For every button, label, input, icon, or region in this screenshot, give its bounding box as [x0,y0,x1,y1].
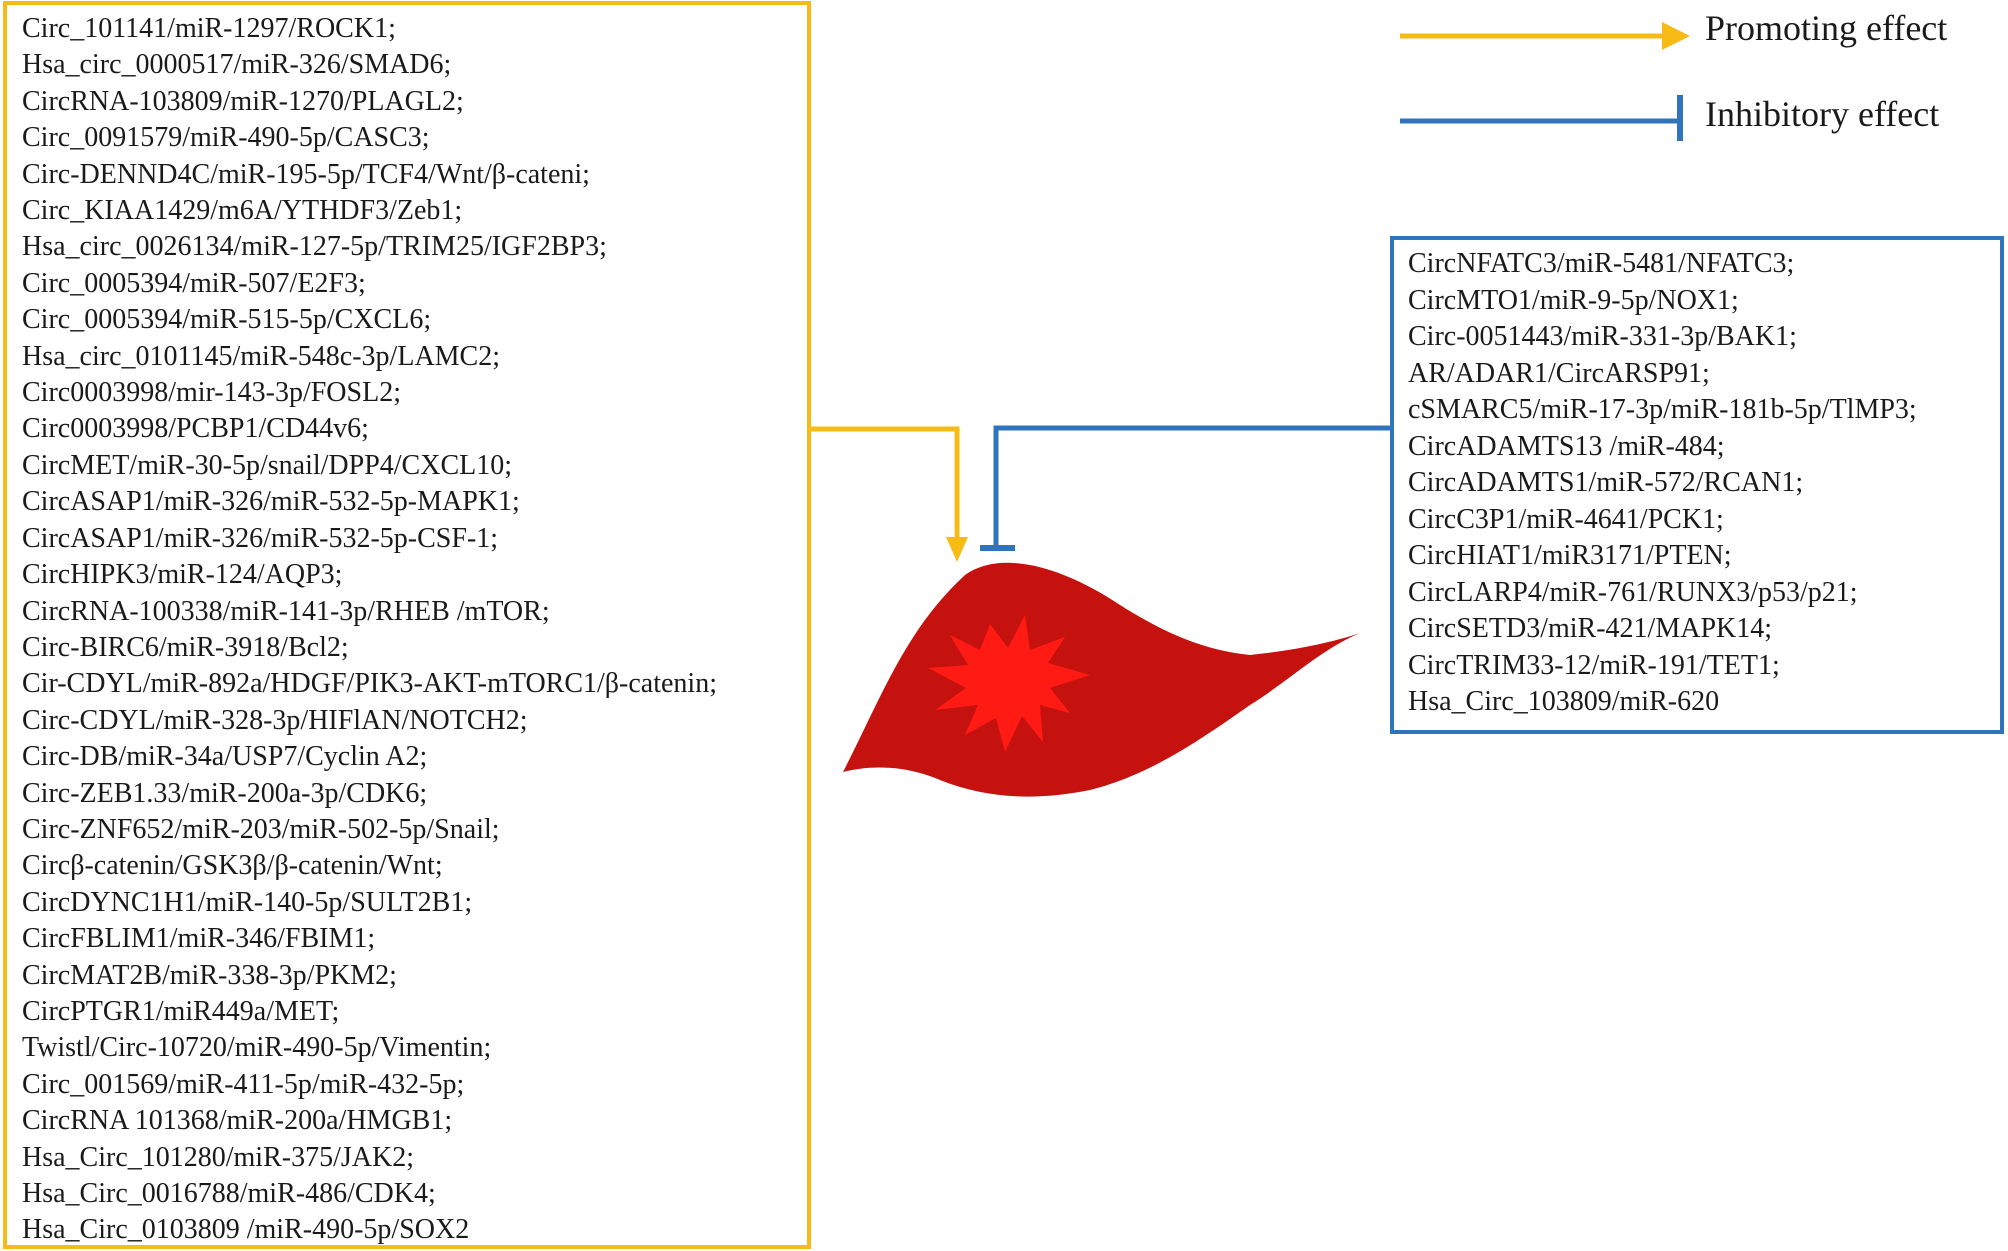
pathway-item: Hsa_Circ_0103809 /miR-490-5p/SOX2 [22,1214,470,1246]
pathway-item: Circ_0091579/miR-490-5p/CASC3; [22,122,430,154]
pathway-item: CircADAMTS1/miR-572/RCAN1; [1408,467,1804,498]
pathway-item: CircRNA 101368/miR-200a/HMGB1; [22,1105,453,1137]
pathway-item: CircHIPK3/miR-124/AQP3; [22,559,343,591]
pathway-item: Hsa_Circ_103809/miR-620 [1408,686,1720,717]
pathway-item: Hsa_circ_0026134/miR-127-5p/TRIM25/IGF2B… [22,231,607,263]
pathway-item: CircNFATC3/miR-5481/NFATC3; [1408,248,1795,279]
pathway-item: Circ-ZEB1.33/miR-200a-3p/CDK6; [22,777,428,809]
pathway-item: Circ0003998/PCBP1/CD44v6; [22,413,369,445]
pathway-item: CircRNA-103809/miR-1270/PLAGL2; [22,85,464,117]
pathway-item: CircASAP1/miR-326/miR-532-5p-CSF-1; [22,522,499,554]
pathway-item: Cir-CDYL/miR-892a/HDGF/PIK3-AKT-mTORC1/β… [22,668,717,700]
pathway-item: Circ-DB/miR-34a/USP7/Cyclin A2; [22,741,428,773]
pathway-item: CircDYNC1H1/miR-140-5p/SULT2B1; [22,886,473,918]
pathway-item: CircPTGR1/miR449a/MET; [22,995,340,1027]
pathway-item: CircASAP1/miR-326/miR-532-5p-MAPK1; [22,486,520,518]
legend-inhibitory-label: Inhibitory effect [1705,94,1940,134]
liver-shape [843,562,1360,797]
pathway-item: Circ0003998/mir-143-3p/FOSL2; [22,377,401,409]
pathway-item: Circ-DENND4C/miR-195-5p/TCF4/Wnt/β-caten… [22,158,590,190]
pathway-item: AR/ADAR1/CircARSP91; [1408,357,1710,389]
pathway-item: CircSETD3/miR-421/MAPK14; [1408,613,1773,644]
pathway-item: CircC3P1/miR-4641/PCK1; [1408,503,1724,535]
promoting-pathways-list: Circ_101141/miR-1297/ROCK1; Hsa_circ_0000… [22,11,807,1249]
inhibitory-connector-bar [980,425,1390,551]
inhibitory-pathways-list: CircNFATC3/miR-5481/NFATC3; CircMTO1/miR-… [1408,246,2000,721]
pathway-item: Hsa_Circ_0016788/miR-486/CDK4; [22,1178,436,1209]
pathway-item: CircMTO1/miR-9-5p/NOX1; [1408,284,1739,316]
pathway-item: CircFBLIM1/miR-346/FBIM1; [22,923,376,955]
legend-promoting-arrow [1400,22,1690,50]
pathway-item: Circ_0005394/miR-507/E2F3; [22,267,366,299]
pathway-item: Twistl/Circ-10720/miR-490-5p/Vimentin; [22,1032,492,1064]
pathway-item: Circ_KIAA1429/m6A/YTHDF3/Zeb1; [22,195,463,227]
tumor-starburst [928,615,1090,752]
legend-promoting-label: Promoting effect [1705,8,1948,48]
pathway-item: CircMET/miR-30-5p/snail/DPP4/CXCL10; [22,449,513,481]
pathway-item: Circ_0005394/miR-515-5p/CXCL6; [22,304,432,336]
inhibitory-pathways-box: CircNFATC3/miR-5481/NFATC3; CircMTO1/miR-… [1390,236,2004,734]
pathway-item: Circ-0051443/miR-331-3p/BAK1; [1408,321,1797,352]
pathway-item: CircMAT2B/miR-338-3p/PKM2; [22,959,397,991]
promoting-connector-arrow [811,426,968,562]
pathway-item: CircRNA-100338/miR-141-3p/RHEB /mTOR; [22,595,550,627]
pathway-item: cSMARC5/miR-17-3p/miR-181b-5p/TlMP3; [1408,394,1917,425]
pathway-item: CircADAMTS13 /miR-484; [1408,430,1725,462]
pathway-item: Circβ-catenin/GSK3β/β-catenin/Wnt; [22,850,443,882]
pathway-item: Hsa_circ_0000517/miR-326/SMAD6; [22,49,452,81]
pathway-item: CircLARP4/miR-761/RUNX3/p53/p21; [1408,576,1858,608]
pathway-item: Hsa_circ_0101145/miR-548c-3p/LAMC2; [22,340,501,372]
pathway-item: Circ_101141/miR-1297/ROCK1; [22,13,396,44]
pathway-item: Circ_001569/miR-411-5p/miR-432-5p; [22,1068,465,1100]
pathway-item: Circ-BIRC6/miR-3918/Bcl2; [22,631,349,663]
pathway-item: Hsa_Circ_101280/miR-375/JAK2; [22,1141,414,1173]
pathway-item: CircTRIM33-12/miR-191/TET1; [1408,649,1780,681]
promoting-pathways-box: Circ_101141/miR-1297/ROCK1; Hsa_circ_0000… [3,1,811,1249]
legend-inhibitory-bar [1400,95,1683,141]
pathway-item: CircHIAT1/miR3171/PTEN; [1408,540,1732,571]
pathway-item: Circ-ZNF652/miR-203/miR-502-5p/Snail; [22,813,500,845]
pathway-item: Circ-CDYL/miR-328-3p/HIFlAN/NOTCH2; [22,704,528,736]
